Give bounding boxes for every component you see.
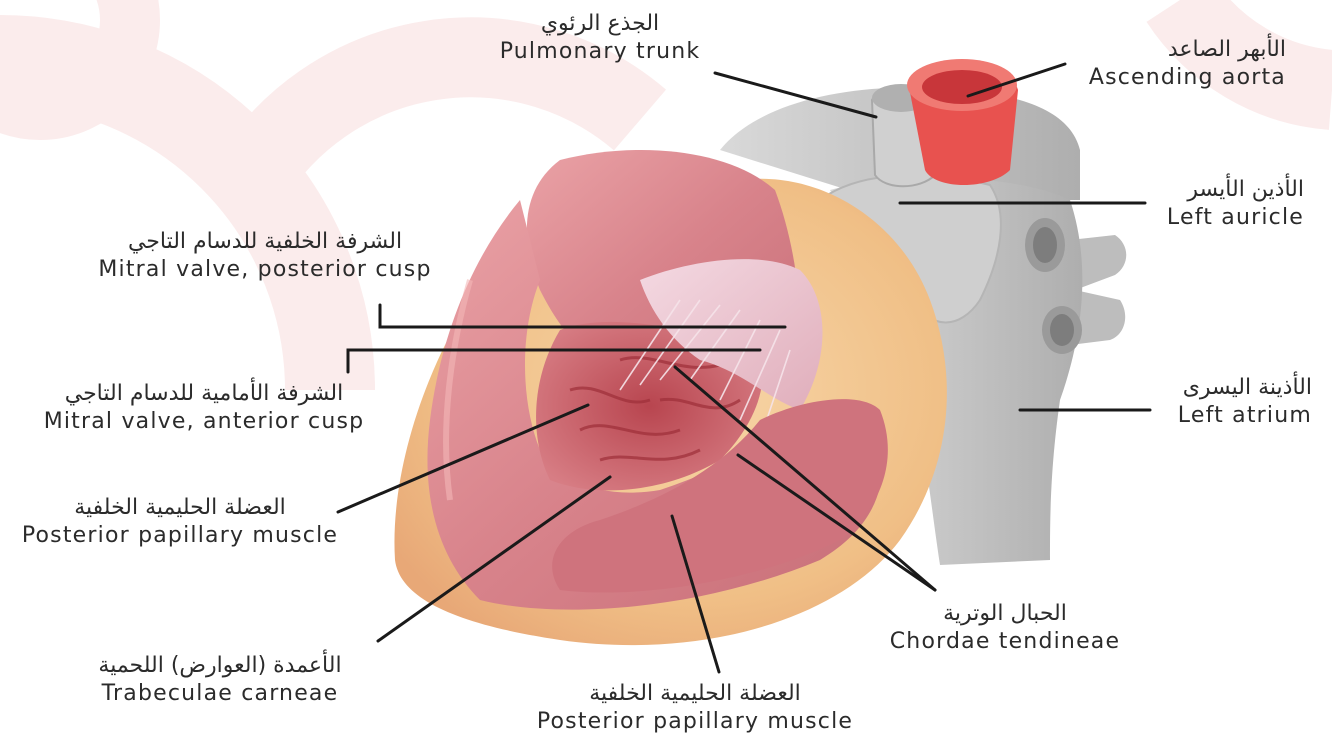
- label-posterior-papillary-bottom-arabic: العضلة الحليمية الخلفية: [500, 680, 890, 708]
- label-left-auricle-arabic: الأذين الأيسر: [1110, 176, 1304, 204]
- label-mitral-anterior-cusp-english: Mitral valve, anterior cusp: [14, 408, 394, 436]
- label-left-auricle-english: Left auricle: [1110, 204, 1304, 232]
- label-trabeculae-carneae-arabic: الأعمدة (العوارض) اللحمية: [50, 652, 390, 680]
- label-posterior-papillary-bottom: العضلة الحليمية الخلفية Posterior papill…: [500, 680, 890, 736]
- label-mitral-posterior-cusp-arabic: الشرفة الخلفية للدسام التاجي: [70, 228, 460, 256]
- label-pulmonary-trunk-english: Pulmonary trunk: [480, 38, 720, 66]
- leader-pulmonary-trunk: [715, 73, 876, 117]
- label-chordae-tendineae-english: Chordae tendineae: [870, 628, 1140, 656]
- label-pulmonary-trunk-arabic: الجذع الرئوي: [480, 10, 720, 38]
- label-ascending-aorta-english: Ascending aorta: [1040, 64, 1286, 92]
- label-mitral-anterior-cusp-arabic: الشرفة الأمامية للدسام التاجي: [14, 380, 394, 408]
- leader-chordae-2: [738, 455, 935, 590]
- label-chordae-tendineae: الحبال الوترية Chordae tendineae: [870, 600, 1140, 656]
- label-pulmonary-trunk: الجذع الرئوي Pulmonary trunk: [480, 10, 720, 66]
- leader-mitral-posterior: [380, 305, 785, 327]
- label-posterior-papillary-left-english: Posterior papillary muscle: [0, 522, 360, 550]
- label-left-atrium: الأذينة اليسرى Left atrium: [1140, 374, 1312, 430]
- label-left-auricle: الأذين الأيسر Left auricle: [1110, 176, 1304, 232]
- label-left-atrium-english: Left atrium: [1140, 402, 1312, 430]
- leader-posterior-papillary-bottom: [672, 516, 719, 672]
- label-ascending-aorta: الأبهر الصاعد Ascending aorta: [1040, 36, 1286, 92]
- label-posterior-papillary-left: العضلة الحليمية الخلفية Posterior papill…: [0, 494, 360, 550]
- leader-mitral-anterior: [348, 350, 760, 372]
- label-left-atrium-arabic: الأذينة اليسرى: [1140, 374, 1312, 402]
- label-ascending-aorta-arabic: الأبهر الصاعد: [1040, 36, 1286, 64]
- label-mitral-posterior-cusp: الشرفة الخلفية للدسام التاجي Mitral valv…: [70, 228, 460, 284]
- label-posterior-papillary-left-arabic: العضلة الحليمية الخلفية: [0, 494, 360, 522]
- leader-trabeculae: [378, 477, 610, 641]
- label-mitral-posterior-cusp-english: Mitral valve, posterior cusp: [70, 256, 460, 284]
- label-chordae-tendineae-arabic: الحبال الوترية: [870, 600, 1140, 628]
- label-posterior-papillary-bottom-english: Posterior papillary muscle: [500, 708, 890, 736]
- label-trabeculae-carneae-english: Trabeculae carneae: [50, 680, 390, 708]
- label-mitral-anterior-cusp: الشرفة الأمامية للدسام التاجي Mitral val…: [14, 380, 394, 436]
- leader-chordae-1: [675, 367, 935, 590]
- label-trabeculae-carneae: الأعمدة (العوارض) اللحمية Trabeculae car…: [50, 652, 390, 708]
